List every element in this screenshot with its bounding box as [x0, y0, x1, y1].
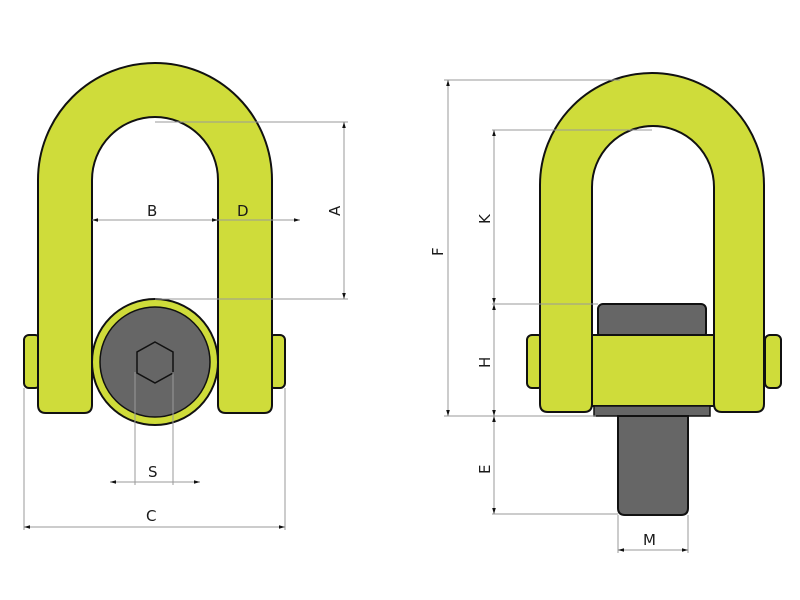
dim-label-F: F — [429, 247, 447, 256]
swivel-nut — [597, 303, 707, 339]
dim-label-M: M — [643, 531, 656, 549]
swivel-block — [591, 334, 715, 407]
hex-socket-icon — [136, 341, 174, 384]
dim-label-B: B — [147, 202, 157, 220]
dim-label-S: S — [148, 463, 158, 481]
dim-label-A: A — [326, 205, 344, 216]
dim-label-H: H — [476, 357, 494, 368]
dim-label-K: K — [476, 213, 494, 224]
dim-label-D: D — [237, 202, 249, 220]
dim-label-C: C — [146, 507, 156, 525]
side-view: S C B D A — [23, 62, 348, 530]
right-lug — [764, 334, 782, 389]
threaded-shank — [617, 415, 689, 516]
shackle-body — [37, 62, 273, 414]
dim-label-E: E — [476, 465, 494, 474]
washer — [593, 405, 711, 417]
front-view: F K H E M — [429, 72, 782, 553]
